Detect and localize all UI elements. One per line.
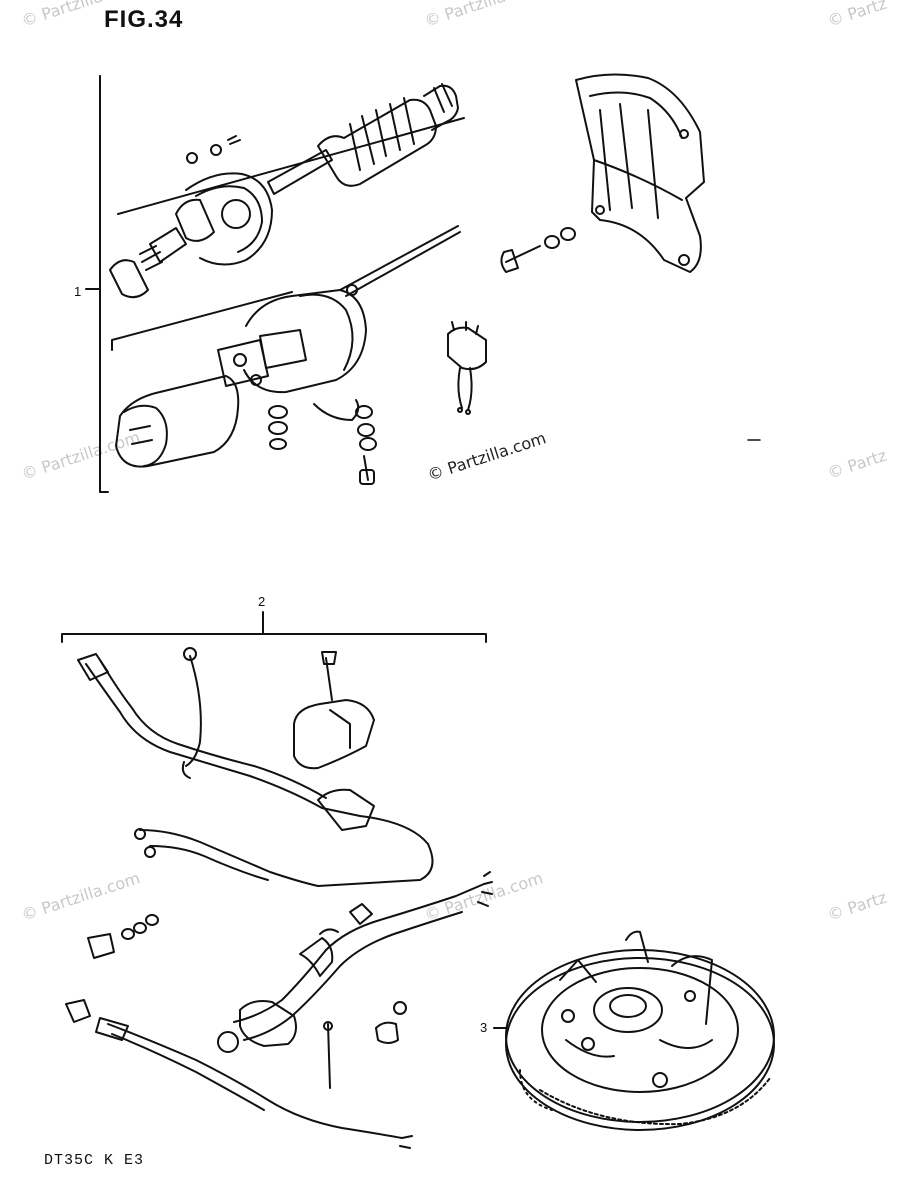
switch-plate — [87, 933, 115, 959]
brush-wire — [313, 399, 360, 421]
yoke-housing — [217, 289, 367, 394]
exploded-axis-line — [117, 117, 465, 215]
cable-tie — [327, 1023, 331, 1089]
callout-1: 1 — [74, 284, 82, 299]
diagram-code: DT35C K E3 — [44, 1152, 145, 1169]
switch-harness — [233, 883, 485, 1023]
flywheel — [493, 930, 775, 1131]
harness-clip — [375, 1021, 399, 1044]
ring-terminal — [183, 647, 197, 661]
main-harness — [85, 663, 434, 887]
front-housing — [149, 172, 273, 266]
exploded-axis-line — [111, 291, 293, 351]
key-switch — [217, 1000, 297, 1053]
callout-2: 2 — [258, 594, 266, 609]
drive-pinion — [109, 245, 163, 299]
callout-3: 3 — [480, 1020, 488, 1035]
end-cover — [115, 375, 240, 468]
mounting-bracket — [575, 73, 705, 273]
harness-grommet — [317, 788, 375, 831]
group-bracket — [99, 75, 109, 493]
washer-stack — [268, 405, 377, 485]
group-bracket — [61, 633, 487, 643]
neutral-switch-lead — [107, 1023, 403, 1139]
wiring-harness-group — [61, 611, 493, 1149]
figure-title: FIG.34 — [104, 6, 184, 33]
armature — [267, 83, 459, 195]
fuse-holder — [293, 651, 375, 770]
bracket-bolt — [500, 227, 576, 273]
through-bolt — [339, 225, 459, 291]
battery-cable — [139, 829, 319, 887]
starter-motor-group — [85, 75, 465, 493]
starter-relay — [447, 321, 487, 415]
